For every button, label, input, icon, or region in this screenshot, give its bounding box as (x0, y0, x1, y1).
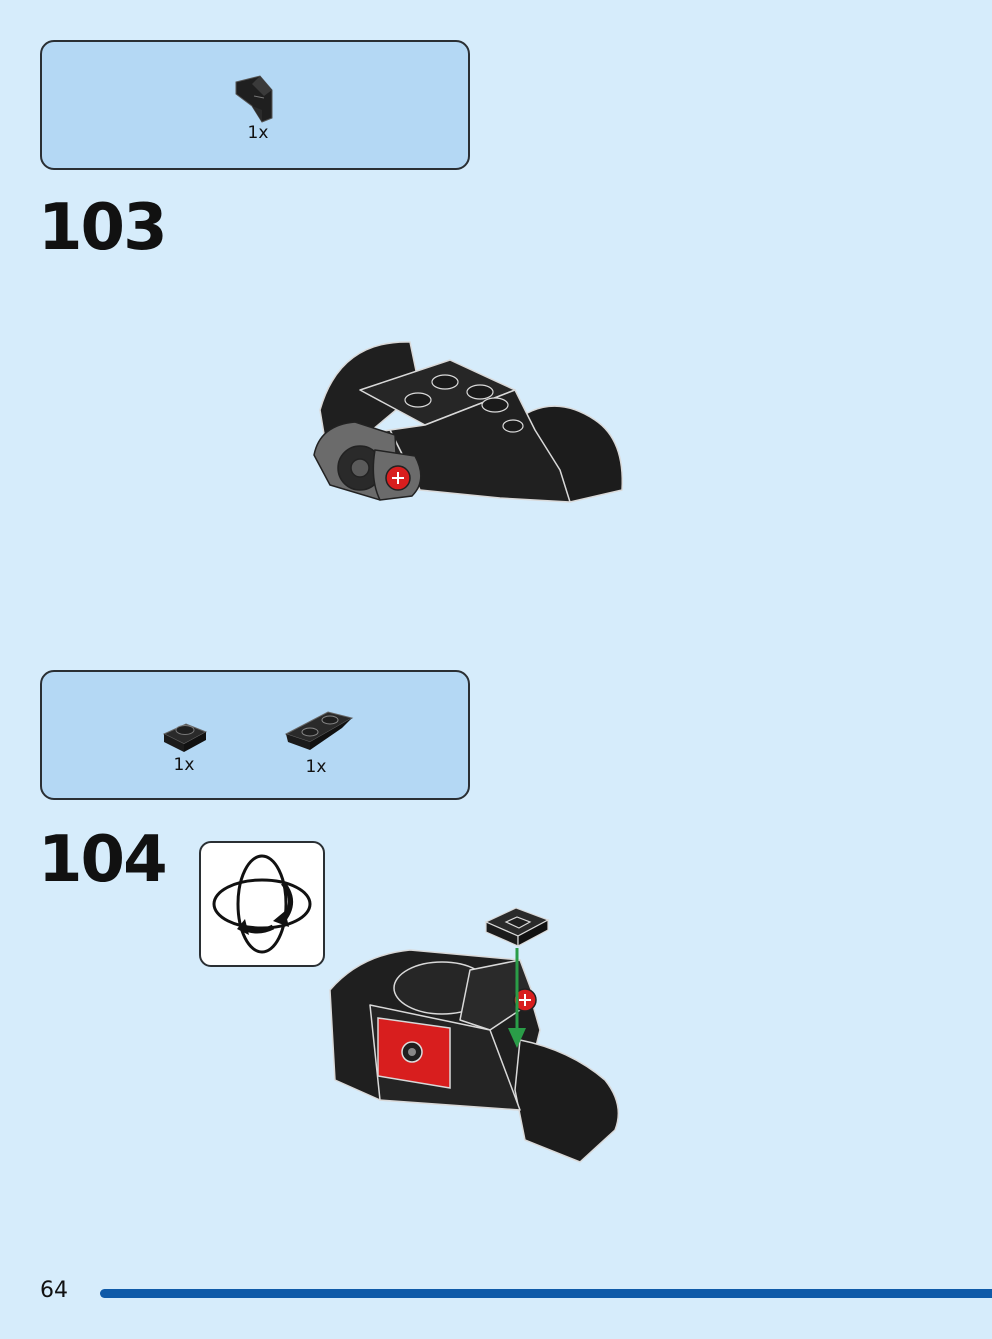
page-number: 64 (40, 1278, 68, 1303)
part-item: 1x (228, 70, 288, 142)
part-quantity: 1x (247, 123, 269, 143)
black-plate-1x1-icon (162, 723, 208, 752)
part-item: 1x (276, 698, 356, 776)
model-assembly-step-104 (329, 907, 620, 1163)
part-quantity: 1x (305, 757, 327, 777)
rotate-model-icon (212, 854, 312, 954)
page-footer-rule (100, 1289, 992, 1298)
step-number: 103 (38, 191, 168, 265)
parts-callout-step-103: 1x (40, 40, 470, 170)
step-number: 104 (38, 823, 168, 897)
model-assembly-step-103 (313, 341, 624, 503)
black-curved-slope-icon (235, 75, 273, 123)
part-item: 1x (154, 712, 214, 774)
rotate-model-indicator (199, 841, 325, 967)
black-inverted-slope-1x2-icon (284, 711, 354, 750)
parts-callout-step-104: 1x 1x (40, 670, 470, 800)
part-quantity: 1x (173, 755, 195, 775)
